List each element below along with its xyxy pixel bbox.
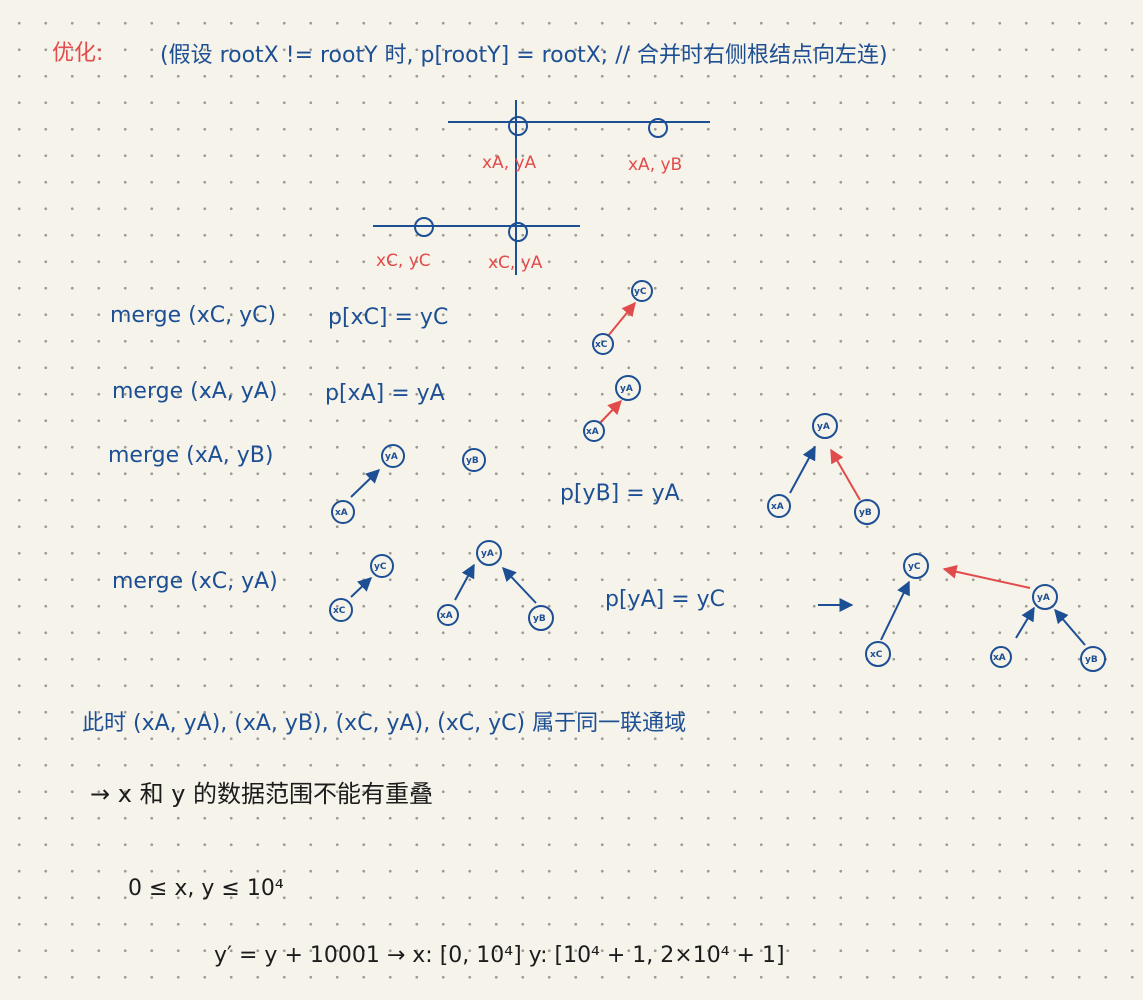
tree-node-label: yB (859, 508, 872, 518)
tree-node-xa (583, 420, 605, 442)
step-1-assign: p[xC] = yC (328, 305, 448, 330)
conclusion-line-2: → x 和 y 的数据范围不能有重叠 (90, 780, 433, 808)
range-line: 0 ≤ x, y ≤ 10⁴ (128, 876, 284, 901)
tree-node-label: yA (817, 422, 830, 432)
step-3-call: merge (xA, yB) (108, 443, 273, 468)
tree-node-xa (990, 646, 1012, 668)
tree-node-xa (331, 500, 355, 524)
tree-edge (880, 580, 910, 641)
tree-edge (454, 563, 475, 601)
grid-label-xc-yc: xC, yC (376, 251, 431, 271)
tree-node-label: yA (1037, 593, 1050, 603)
tree-node-label: xA (586, 427, 599, 437)
tree-node-label: yC (374, 562, 387, 572)
grid-diagram (373, 100, 710, 275)
tree-node-ya (615, 375, 641, 401)
tree-node-ya (1032, 584, 1058, 610)
tree-step-2: xA yA (583, 375, 641, 442)
tree-node-yb (528, 605, 554, 631)
tree-step-1: xC yC (592, 280, 653, 355)
title-label: 优化: (52, 41, 103, 66)
tree-node-xa (767, 494, 791, 518)
tree-edge (789, 445, 816, 494)
tree-edge (1015, 606, 1035, 639)
tree-node-xc (865, 641, 891, 667)
tree-node-ya (381, 444, 405, 468)
tree-edge-red (942, 564, 1031, 589)
tree-node-yc (631, 280, 653, 302)
grid-label-xc-ya: xC, yA (488, 253, 543, 273)
tree-node-label: xC (595, 340, 608, 350)
tree-node-label: yB (466, 456, 479, 466)
tree-edge (1054, 608, 1086, 646)
tree-node-label: yA (481, 549, 494, 559)
tree-node-yb (462, 448, 486, 472)
tree-node-xa (437, 604, 459, 626)
tree-node-ya (476, 540, 502, 566)
tree-node-label: xC (870, 650, 883, 660)
tree-node-label: yA (620, 384, 633, 394)
tree-node-xc (329, 598, 353, 622)
tree-node-xc (592, 333, 614, 355)
tree-edge (502, 566, 537, 604)
tree-node-label: yA (385, 452, 398, 462)
step-2-call: merge (xA, yA) (112, 379, 277, 404)
tree-edge-red (830, 448, 861, 501)
tree-node-yb (854, 499, 880, 525)
grid-node-xc-ya (508, 222, 528, 242)
tree-node-label: xA (440, 611, 453, 621)
tree-node-yb (1080, 646, 1106, 672)
tree-node-label: yC (908, 562, 921, 572)
step-4-call: merge (xC, yA) (112, 569, 278, 594)
tree-edge-red (599, 399, 622, 424)
tree-edge (350, 469, 381, 498)
grid-node-xa-yb (648, 118, 668, 138)
step-3-assign: p[yB] = yA (560, 481, 680, 506)
transform-line: y′ = y + 10001 → x: [0, 10⁴] y: [10⁴ + 1… (214, 943, 785, 968)
tree-sketches: xC yC xA yA xA yA yB yA (329, 280, 1106, 672)
tree-edge (350, 577, 373, 598)
tree-node-ya (812, 413, 838, 439)
tree-step-4-after: yC xC yA xA yB (865, 553, 1106, 672)
tree-node-label: yB (1085, 655, 1098, 665)
grid-node-xc-yc (414, 217, 434, 237)
tree-step-4-before: xC yC yA xA yB (329, 540, 554, 631)
tree-node-label: yC (634, 287, 647, 297)
tree-edge-red (607, 301, 636, 337)
tree-node-yc (903, 553, 929, 579)
grid-label-xa-yb: xA, yB (628, 155, 682, 175)
tree-node-yc (370, 554, 394, 578)
step-4-assign: p[yA] = yC (605, 587, 725, 612)
grid-node-xa-ya (508, 116, 528, 136)
tree-node-label: xA (771, 502, 784, 512)
tree-node-label: xC (333, 606, 346, 616)
step-2-assign: p[xA] = yA (325, 381, 445, 406)
title-text: (假设 rootX != rootY 时, p[rootY] = rootX; … (160, 43, 888, 68)
step-1-call: merge (xC, yC) (110, 303, 276, 328)
tree-node-label: xA (993, 653, 1006, 663)
tree-step-3-after: yA xA yB (767, 413, 880, 525)
conclusion-line-1: 此时 (xA, yA), (xA, yB), (xC, yA), (xC, yC… (82, 711, 686, 736)
tree-node-label: xA (335, 508, 348, 518)
tree-node-label: yB (533, 614, 546, 624)
tree-step-3-before: xA yA yB (331, 444, 486, 524)
grid-label-xa-ya: xA, yA (482, 153, 537, 173)
